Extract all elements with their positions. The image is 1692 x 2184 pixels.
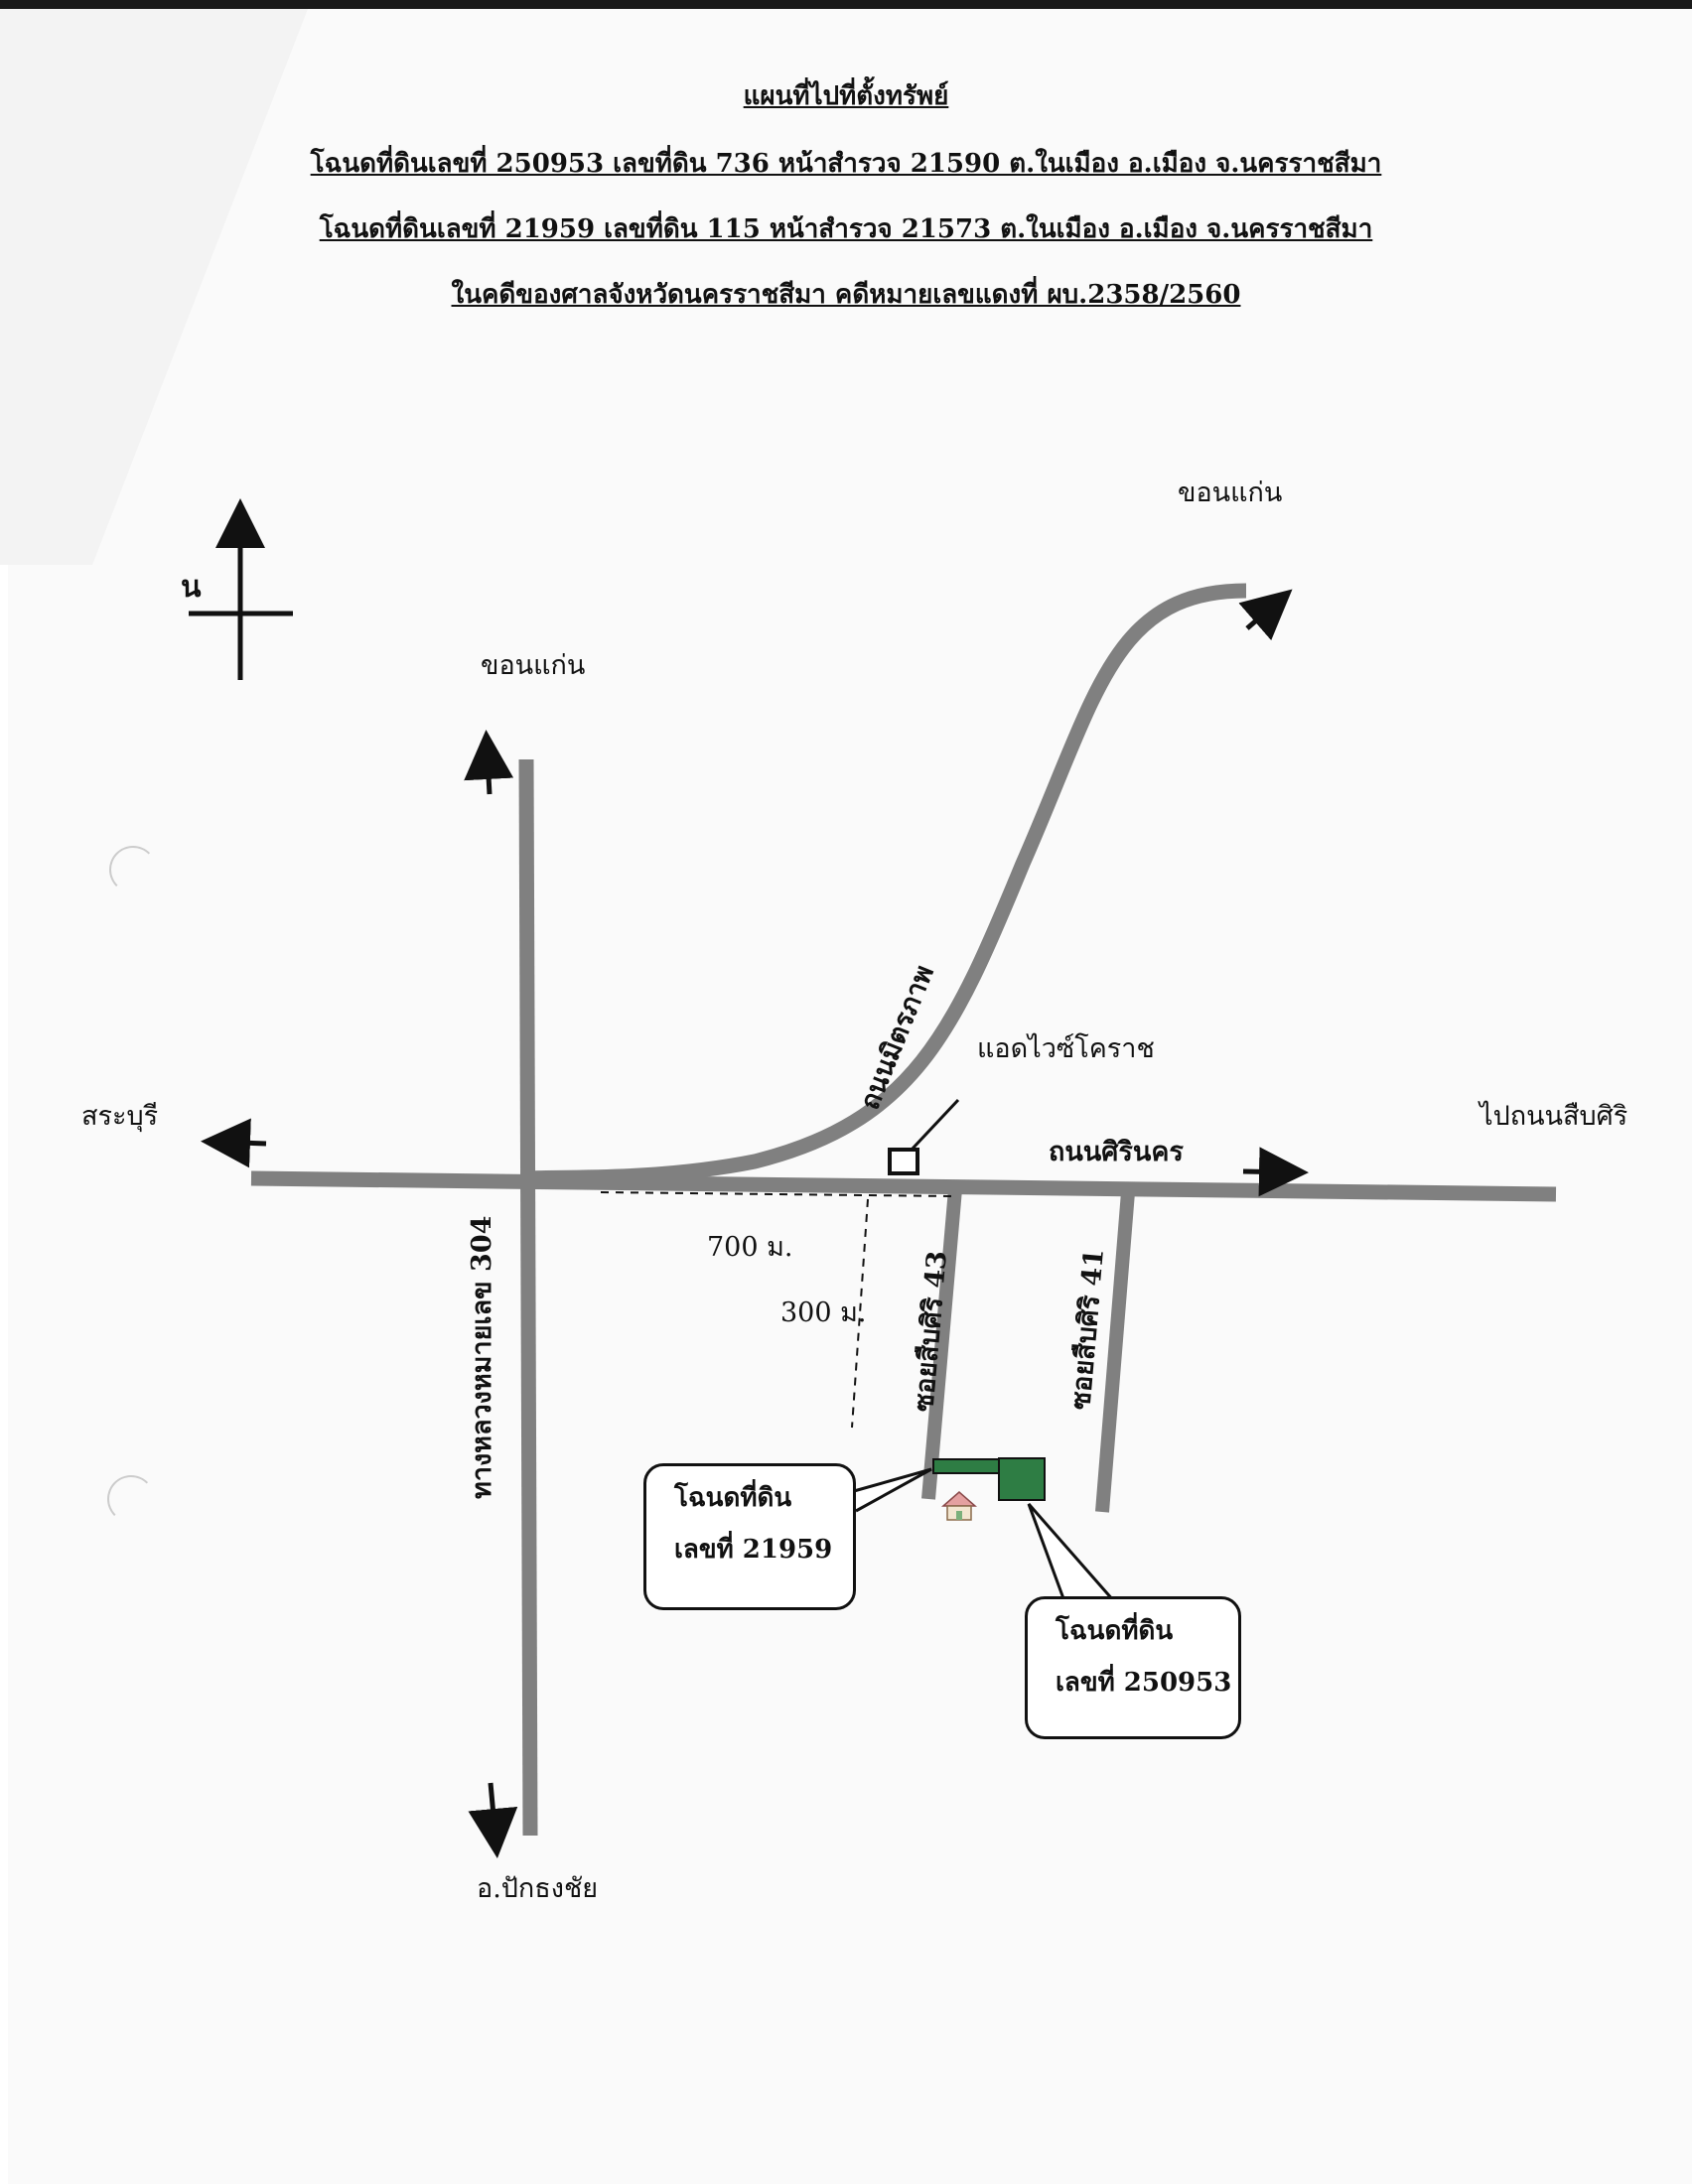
punch-hole (107, 1475, 155, 1523)
callout-21959-tail (853, 1467, 932, 1513)
north-compass (189, 498, 293, 680)
plot-250953 (998, 1457, 1046, 1501)
landmark-pointer (910, 1098, 960, 1152)
callout-deed-250953: โฉนดที่ดิน เลขที่ 250953 (1025, 1596, 1241, 1739)
label-saraburi: สระบุรี (81, 1101, 159, 1132)
deed-line-2: โฉนดที่ดินเลขที่ 21959 เลขที่ดิน 115 หน้… (319, 214, 1373, 244)
east-arrow-icon (1242, 1147, 1309, 1197)
scan-border (0, 0, 1692, 9)
callout-21959-line1: โฉนดที่ดิน (674, 1483, 792, 1513)
paper-sheet (8, 9, 1692, 2184)
deed-line-1: โฉนดที่ดินเลขที่ 250953 เลขที่ดิน 736 หน… (310, 149, 1382, 179)
callout-250953-tail (1027, 1503, 1116, 1602)
road-mittraphap (525, 583, 1247, 1186)
north-road-arrow-icon (464, 730, 514, 795)
house-icon (941, 1491, 977, 1521)
label-khonkaen-top: ขอนแก่น (1178, 478, 1283, 508)
road-highway-304 (518, 758, 538, 1837)
landmark-marker (888, 1148, 919, 1175)
road-sirinakhon (250, 1170, 1557, 1202)
callout-21959-line2: เลขที่ 21959 (674, 1535, 833, 1565)
callout-250953-line1: โฉนดที่ดิน (1056, 1616, 1174, 1646)
northeast-arrow-icon (1238, 589, 1293, 641)
label-road-highway-304: ทางหลวงหมายเลข 304 (467, 1215, 497, 1499)
label-distance-700: 700 ม. (707, 1232, 793, 1263)
plot-21959 (932, 1458, 1004, 1474)
page-title: แผนที่ไปที่ตั้งทรัพย์ (743, 81, 949, 111)
callout-250953-line2: เลขที่ 250953 (1056, 1668, 1232, 1698)
label-distance-300: 300 ม. (780, 1297, 867, 1328)
road-soi-41 (1095, 1191, 1135, 1513)
label-pak-thong-chai: อ.ปักธงชัย (477, 1873, 599, 1904)
callout-deed-21959: โฉนดที่ดิน เลขที่ 21959 (643, 1463, 856, 1610)
west-arrow-icon (201, 1118, 267, 1168)
south-road-arrow-icon (468, 1782, 518, 1858)
label-landmark: แอดไวซ์โคราช (977, 1033, 1155, 1064)
case-line: ในคดีของศาลจังหวัดนครราชสีมา คดีหมายเลขแ… (451, 280, 1241, 310)
punch-hole (109, 846, 157, 893)
label-north: น (181, 570, 202, 605)
label-khonkaen-left: ขอนแก่น (481, 650, 586, 681)
label-to-suebsiri: ไปถนนสืบศิริ (1480, 1101, 1628, 1132)
label-road-sirinakhon: ถนนศิรินคร (1049, 1137, 1184, 1167)
road-soi-43 (921, 1188, 962, 1500)
